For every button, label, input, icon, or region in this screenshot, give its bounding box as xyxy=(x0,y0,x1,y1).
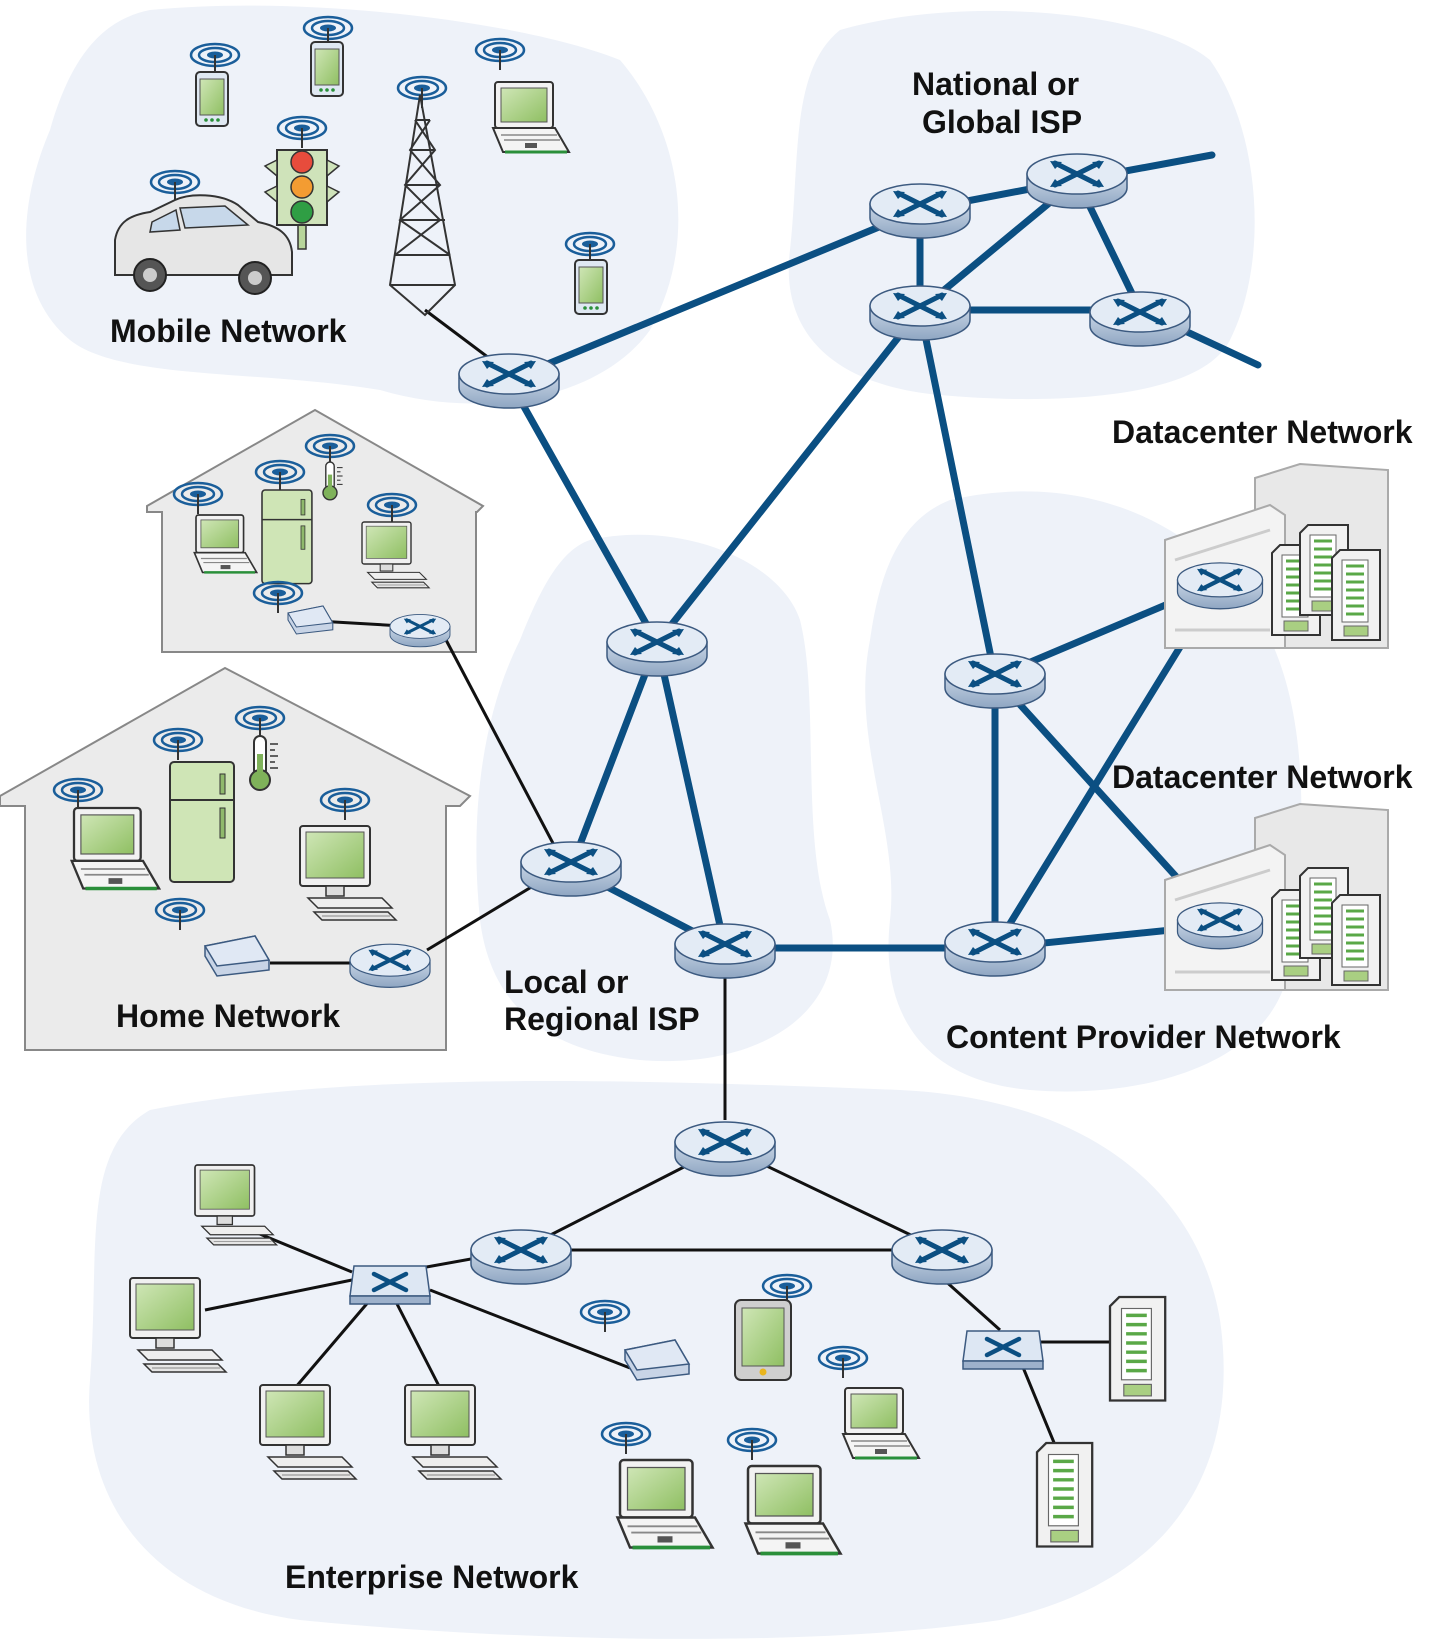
home-1-house xyxy=(146,408,485,653)
router-icon xyxy=(870,184,970,238)
server-rack-icon xyxy=(1330,548,1382,642)
local-isp-label-line1: Local or xyxy=(504,964,628,1000)
router-icon xyxy=(1178,903,1263,949)
router-icon xyxy=(870,286,970,340)
local-isp-label-line2: Regional ISP xyxy=(504,1001,700,1037)
national-isp-label-line2: Global ISP xyxy=(922,104,1082,140)
phone-icon xyxy=(574,259,608,315)
router-icon xyxy=(459,354,559,408)
server-rack-icon xyxy=(1330,893,1382,987)
router-icon xyxy=(1027,154,1127,208)
router-icon xyxy=(350,944,430,987)
switch-icon xyxy=(350,1266,430,1304)
mobile-network-label: Mobile Network xyxy=(110,313,347,349)
enterprise-network-label: Enterprise Network xyxy=(285,1559,579,1595)
router-icon xyxy=(521,842,621,896)
router-icon xyxy=(607,622,707,676)
tablet-icon xyxy=(734,1299,792,1381)
phone-icon xyxy=(195,71,229,127)
router-icon xyxy=(945,654,1045,708)
router-icon xyxy=(1178,563,1263,609)
phone-icon xyxy=(310,41,344,97)
router-icon xyxy=(675,924,775,978)
router-icon xyxy=(945,922,1045,976)
datacenter-1-building-icon xyxy=(1164,462,1389,649)
traffic-light-icon xyxy=(263,149,341,250)
datacenter-network-label-1: Datacenter Network xyxy=(1112,414,1413,450)
router-icon xyxy=(471,1230,571,1284)
fridge-icon xyxy=(261,489,313,585)
home-network-label: Home Network xyxy=(116,998,340,1034)
car-icon xyxy=(114,194,293,295)
fridge-icon xyxy=(169,761,235,883)
datacenter-network-label-2: Datacenter Network xyxy=(1112,759,1413,795)
router-icon xyxy=(388,612,452,649)
server-rack-icon xyxy=(1108,1295,1167,1403)
server-rack-icon xyxy=(1035,1441,1094,1549)
router-icon xyxy=(1090,292,1190,346)
cell-tower-icon xyxy=(388,94,457,317)
router-icon xyxy=(675,1122,775,1176)
national-isp-label-line1: National or xyxy=(912,66,1079,102)
content-provider-network-label: Content Provider Network xyxy=(946,1019,1341,1055)
switch-icon xyxy=(963,1331,1043,1369)
router-icon xyxy=(892,1230,992,1284)
